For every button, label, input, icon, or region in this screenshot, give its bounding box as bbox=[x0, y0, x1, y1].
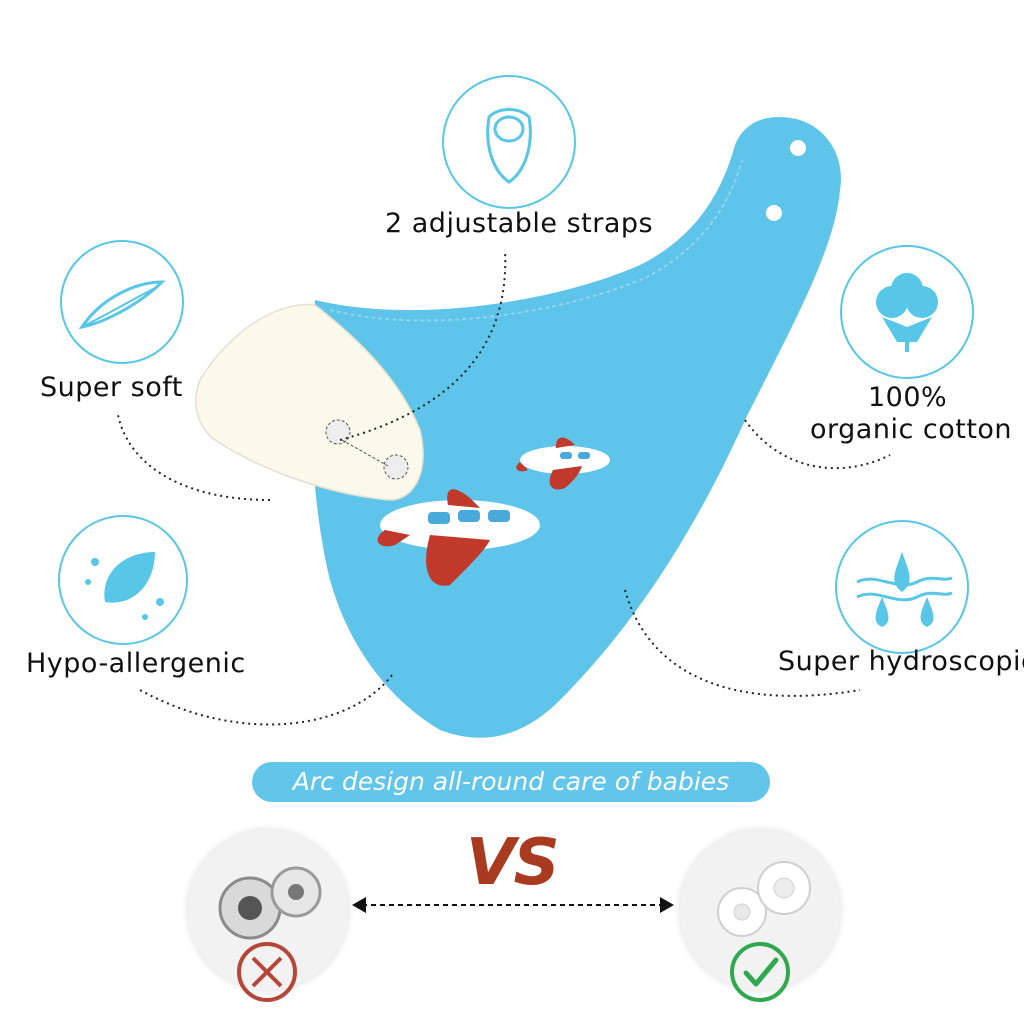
leaf-icon bbox=[58, 515, 188, 645]
check-icon bbox=[728, 940, 792, 1004]
snap-hole bbox=[790, 140, 806, 156]
feature-straps: 2 adjustable straps bbox=[385, 208, 654, 239]
vs-label: VS bbox=[466, 826, 560, 900]
feather-icon bbox=[60, 240, 184, 364]
feature-soft: Super soft bbox=[40, 372, 183, 403]
feature-hypo: Hypo-allergenic bbox=[26, 648, 246, 679]
airplane-large bbox=[377, 489, 540, 586]
magnetic-snap-photo bbox=[188, 830, 348, 990]
feature-cotton: organic cotton bbox=[810, 414, 1013, 445]
feature-cotton-percent: 100% bbox=[868, 382, 948, 413]
bib-flap bbox=[195, 303, 424, 501]
snap-hole bbox=[766, 205, 782, 221]
design-banner: Arc design all-round care of babies bbox=[252, 762, 770, 802]
feature-hydro: Super hydroscopic bbox=[778, 646, 1024, 677]
plastic-snap-photo bbox=[680, 830, 840, 990]
bib-icon bbox=[442, 75, 576, 209]
comparison-arrow bbox=[352, 897, 674, 913]
water-drops-icon bbox=[835, 520, 969, 654]
airplane-small bbox=[516, 437, 610, 490]
cotton-icon bbox=[840, 245, 974, 379]
cross-icon bbox=[235, 940, 299, 1004]
